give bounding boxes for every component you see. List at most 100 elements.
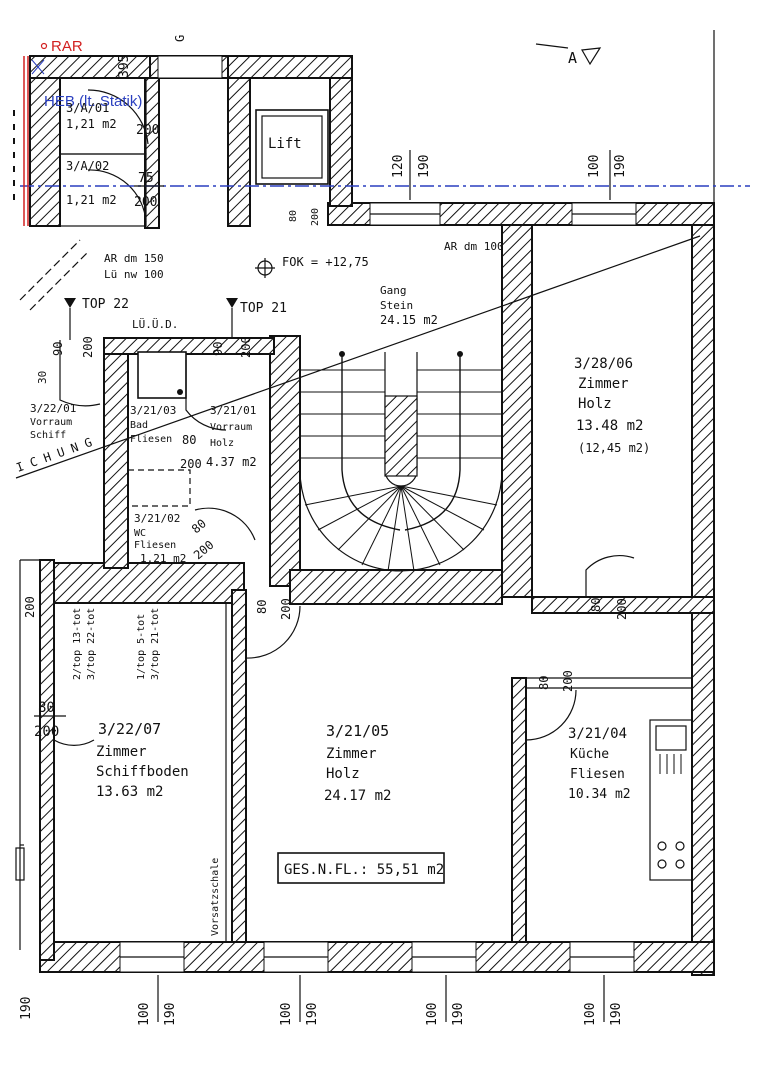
kitchen-counter: [649, 719, 693, 881]
zimmer-2207-id: 3/22/07: [98, 720, 161, 738]
doors: [20, 89, 635, 746]
dim-wc-200: 200: [191, 538, 217, 563]
wc2-area: 1,21 m2: [66, 193, 117, 207]
dim-2207-80: 80: [38, 700, 55, 716]
total-area-label: GES.N.FL.: 55,51 m2: [284, 862, 444, 878]
dim-door-200b: 200: [239, 336, 253, 358]
wall-vorraum-left: [103, 337, 129, 569]
dim-kueche-80: 80: [537, 676, 551, 690]
dim-bottom-190b: 190: [163, 1003, 178, 1026]
dim-2207-200: 200: [34, 724, 59, 740]
wc1-id: 3/A/01: [66, 101, 109, 115]
vorraum-2101-id: 3/21/01: [210, 404, 256, 417]
dim-bottom-190a: 190: [19, 997, 34, 1020]
fok-label: FOK = +12,75: [282, 255, 369, 269]
top21-label: TOP 21: [240, 301, 287, 316]
lu100-label: Lü nw 100: [104, 268, 164, 281]
dim-bottom-100b: 100: [279, 1003, 294, 1026]
g-mark: G: [173, 35, 187, 42]
vorsatzschale-label: Vorsatzschale: [210, 858, 221, 936]
wc1-door-h: 200: [136, 123, 159, 138]
zimmer-2806-id: 3/28/06: [574, 356, 633, 372]
vorraum-2201-material: Schiff: [30, 430, 66, 441]
outer-wall-left: [39, 559, 55, 961]
zimmer-2806-name: Zimmer: [578, 376, 629, 392]
gang-name: Gang: [380, 284, 407, 297]
wc2-id: 3/A/02: [66, 159, 109, 173]
gang-material: Stein: [380, 299, 413, 312]
section-a-label: A: [568, 49, 577, 67]
dim-top-190a: 190: [417, 155, 432, 178]
wc-2102-material: Fliesen: [134, 540, 176, 551]
tops-d: 3/top 21-tot: [150, 608, 161, 680]
dim-top-100: 100: [587, 155, 602, 178]
dim-door-90a: 90: [51, 342, 65, 356]
wall-kueche-left: [511, 677, 527, 943]
dim-2105-80: 80: [255, 600, 269, 614]
interior-lines: [15, 30, 715, 950]
dim-door-200a: 200: [81, 336, 95, 358]
dim-top-120: 120: [391, 155, 406, 178]
vorraum-2101-material: Holz: [210, 438, 234, 449]
dim-2806-200: 200: [615, 598, 629, 620]
kueche-2104-area: 10.34 m2: [568, 787, 631, 802]
dim-wc-80: 80: [189, 516, 209, 536]
wall-zimmer-2806-bottom: [531, 596, 715, 614]
wall-wc-divider: [144, 77, 160, 229]
zimmer-2806-area: 13.48 m2: [576, 418, 643, 434]
bad-2103-name: Bad: [130, 420, 148, 431]
dim-bad-80: 80: [182, 433, 196, 447]
bad-2103-material: Fliesen: [130, 434, 172, 445]
windows: [119, 55, 637, 973]
dim-2105-200: 200: [279, 598, 293, 620]
wall-lift-top2: [227, 55, 353, 79]
wc-2102-area: 1.21 m2: [140, 552, 186, 565]
wc1-area: 1,21 m2: [66, 117, 117, 131]
dim-top-190b: 190: [613, 155, 628, 178]
dim-395: 395: [117, 55, 132, 78]
tops-a: 2/top 13-tot: [72, 608, 83, 680]
dim-bottom-190e: 190: [609, 1003, 624, 1026]
staircase: [299, 351, 503, 572]
tops-c: 1/top 5-tot: [136, 614, 147, 680]
stair-wall-right: [501, 224, 533, 598]
wall-wc-left: [29, 55, 61, 227]
labels: RAR HEB (lt. Statik) A 395 G 3/A/01 1,21…: [14, 35, 650, 936]
zimmer-2207-material: Schiffboden: [96, 764, 189, 780]
lift-d1: 80: [288, 210, 299, 222]
dim-2806-80: 80: [589, 598, 603, 612]
luud-label: LÜ.Ü.D.: [132, 318, 178, 331]
ar150-label: AR dm 150: [104, 252, 164, 265]
top-marker-icons: [64, 298, 238, 340]
zimmer-2105-area: 24.17 m2: [324, 788, 391, 804]
dim-bottom-100c: 100: [425, 1003, 440, 1026]
fok-crosshair-icon: [255, 258, 275, 278]
kueche-2104-id: 3/21/04: [568, 726, 627, 742]
dim-bottom-190c: 190: [305, 1003, 320, 1026]
kueche-2104-name: Küche: [570, 747, 609, 762]
vorraum-2101-area: 4.37 m2: [206, 455, 257, 469]
zimmer-2105-material: Holz: [326, 766, 360, 782]
top22-label: TOP 22: [82, 297, 129, 312]
wc2-door-w: 75: [138, 171, 154, 186]
wall-vorraum-top: [103, 337, 275, 355]
outer-wall-right: [691, 202, 715, 976]
total-area-box: [277, 852, 445, 884]
dim-bad-200: 200: [180, 457, 202, 471]
dim-door-90b: 90: [211, 342, 225, 356]
vorraum-2101-name: Vorraum: [210, 422, 252, 433]
zimmer-2806-material: Holz: [578, 396, 612, 412]
section-arrow-icon: [581, 47, 602, 66]
dimensions: 120 190 100 190 90 200 30 90 200 80 200 …: [19, 150, 629, 1026]
heb-label: HEB (lt. Statik): [44, 93, 142, 110]
gang-area: 24.15 m2: [380, 313, 438, 327]
stair-wall-left: [269, 335, 301, 587]
zimmer-2806-area-alt: (12,45 m2): [578, 441, 650, 455]
vorraum-2201-id: 3/22/01: [30, 402, 76, 415]
dim-kueche-200: 200: [561, 670, 575, 692]
wc-2102-name: WC: [134, 528, 146, 539]
lift-box: [255, 109, 329, 185]
kueche-2104-material: Fliesen: [570, 767, 625, 782]
wall-zimmer-2207-top: [53, 562, 245, 604]
